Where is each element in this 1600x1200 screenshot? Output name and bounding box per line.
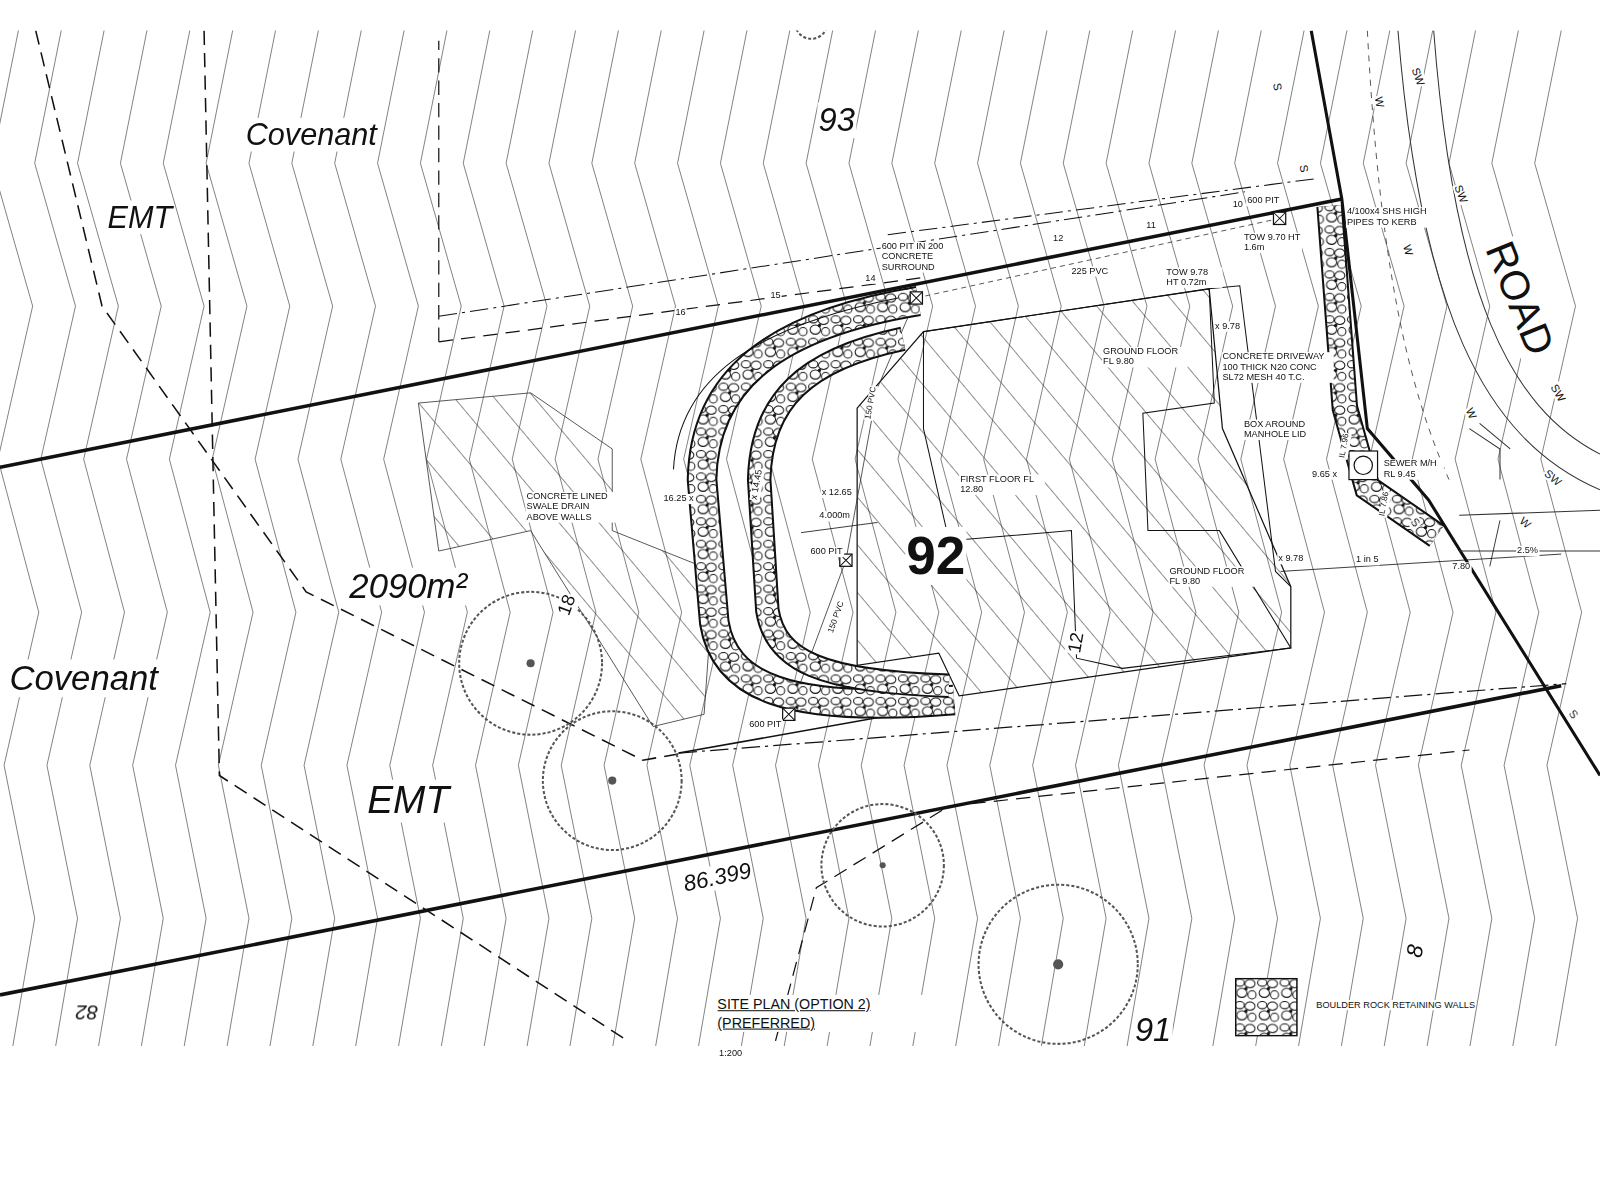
plan-label: 82 [74, 1001, 99, 1023]
plan-label: 2.5% [1516, 546, 1539, 556]
plan-label: 14 [864, 274, 876, 284]
plan-label: EMT [366, 780, 450, 823]
plan-label: 91 [1134, 1013, 1172, 1049]
plan-label: SEWER M/H RL 9.45 [1383, 459, 1444, 479]
plan-label: W [1401, 242, 1416, 257]
plan-label: 10 [1232, 200, 1244, 210]
plan-label: GROUND FLOOR FL 9.80 [1102, 347, 1188, 367]
plan-label: BOX AROUND MANHOLE LID [1243, 419, 1329, 439]
plan-label: 8 [1402, 942, 1429, 961]
plan-label: TOW 9.78 HT 0.72m [1165, 267, 1222, 287]
plan-label: 93 [818, 102, 856, 138]
plan-label: 16.25 x [662, 494, 694, 504]
plan-label: 15 [769, 291, 781, 301]
plan-label: ROAD [1477, 234, 1564, 362]
plan-label: CONCRETE LINED SWALE DRAIN ABOVE WALLS [526, 492, 622, 522]
plan-caption: SITE PLAN (OPTION 2) (PREFERRED) [717, 995, 931, 1032]
plan-label: 92 [905, 527, 966, 585]
plan-label: W [1372, 95, 1386, 110]
plan-label: W [1463, 405, 1480, 422]
plan-label: S [1566, 707, 1582, 722]
plan-label: SW [1452, 182, 1470, 205]
plan-label: 600 PIT [809, 547, 843, 557]
plan-label: SW [1548, 381, 1569, 405]
plan-label: SW [1541, 466, 1564, 488]
plan-label: 1:200 [718, 1049, 743, 1059]
plan-label: 12 [1065, 630, 1089, 656]
plan-label: x 9.78 [1277, 554, 1304, 564]
plan-label: 600 PIT [1246, 196, 1280, 206]
plan-label: 4.000m [818, 511, 851, 521]
plan-label: W [1517, 514, 1535, 532]
plan-label: 2090m² [348, 568, 468, 606]
plan-label: GROUND FLOOR FL 9.80 [1168, 566, 1254, 586]
plan-label: 4/100x4 SHS HIGH PIPES TO KERB [1346, 207, 1446, 227]
plan-label: 86.399 [680, 858, 754, 897]
plan-label: 600 PIT [748, 719, 782, 729]
plan-label: FIRST FLOOR FL 12.80 [959, 475, 1045, 495]
plan-label: CONCRETE DRIVEWAY 100 THICK N20 CONC SL7… [1221, 352, 1333, 382]
plan-label: 16 [674, 308, 686, 318]
plan-label: x 12.65 [821, 488, 853, 498]
plan-label: 1 in 5 [1355, 555, 1380, 565]
plan-label: S [1271, 81, 1285, 93]
plan-label: 9.65 x [1311, 469, 1338, 479]
plan-label: TOW 9.70 HT 1.6m [1243, 233, 1302, 253]
plan-label: x 9.78 [1214, 321, 1241, 331]
plan-label: S [1297, 163, 1311, 175]
plan-label: Covenant [245, 118, 378, 152]
plan-label: 7.80 [1451, 562, 1471, 572]
legend-sample [1235, 978, 1298, 1037]
plan-label: 11 [1145, 220, 1157, 230]
plan-label: 225 PVC [1070, 266, 1109, 276]
plan-label: EMT [106, 201, 173, 235]
plan-label: 600 PIT IN 200 CONCRETE SURROUND [881, 242, 957, 272]
plan-label: 12 [1052, 234, 1064, 244]
plan-label: Covenant [8, 659, 159, 697]
legend-text: BOULDER ROCK RETAINING WALLS [1316, 1000, 1475, 1010]
